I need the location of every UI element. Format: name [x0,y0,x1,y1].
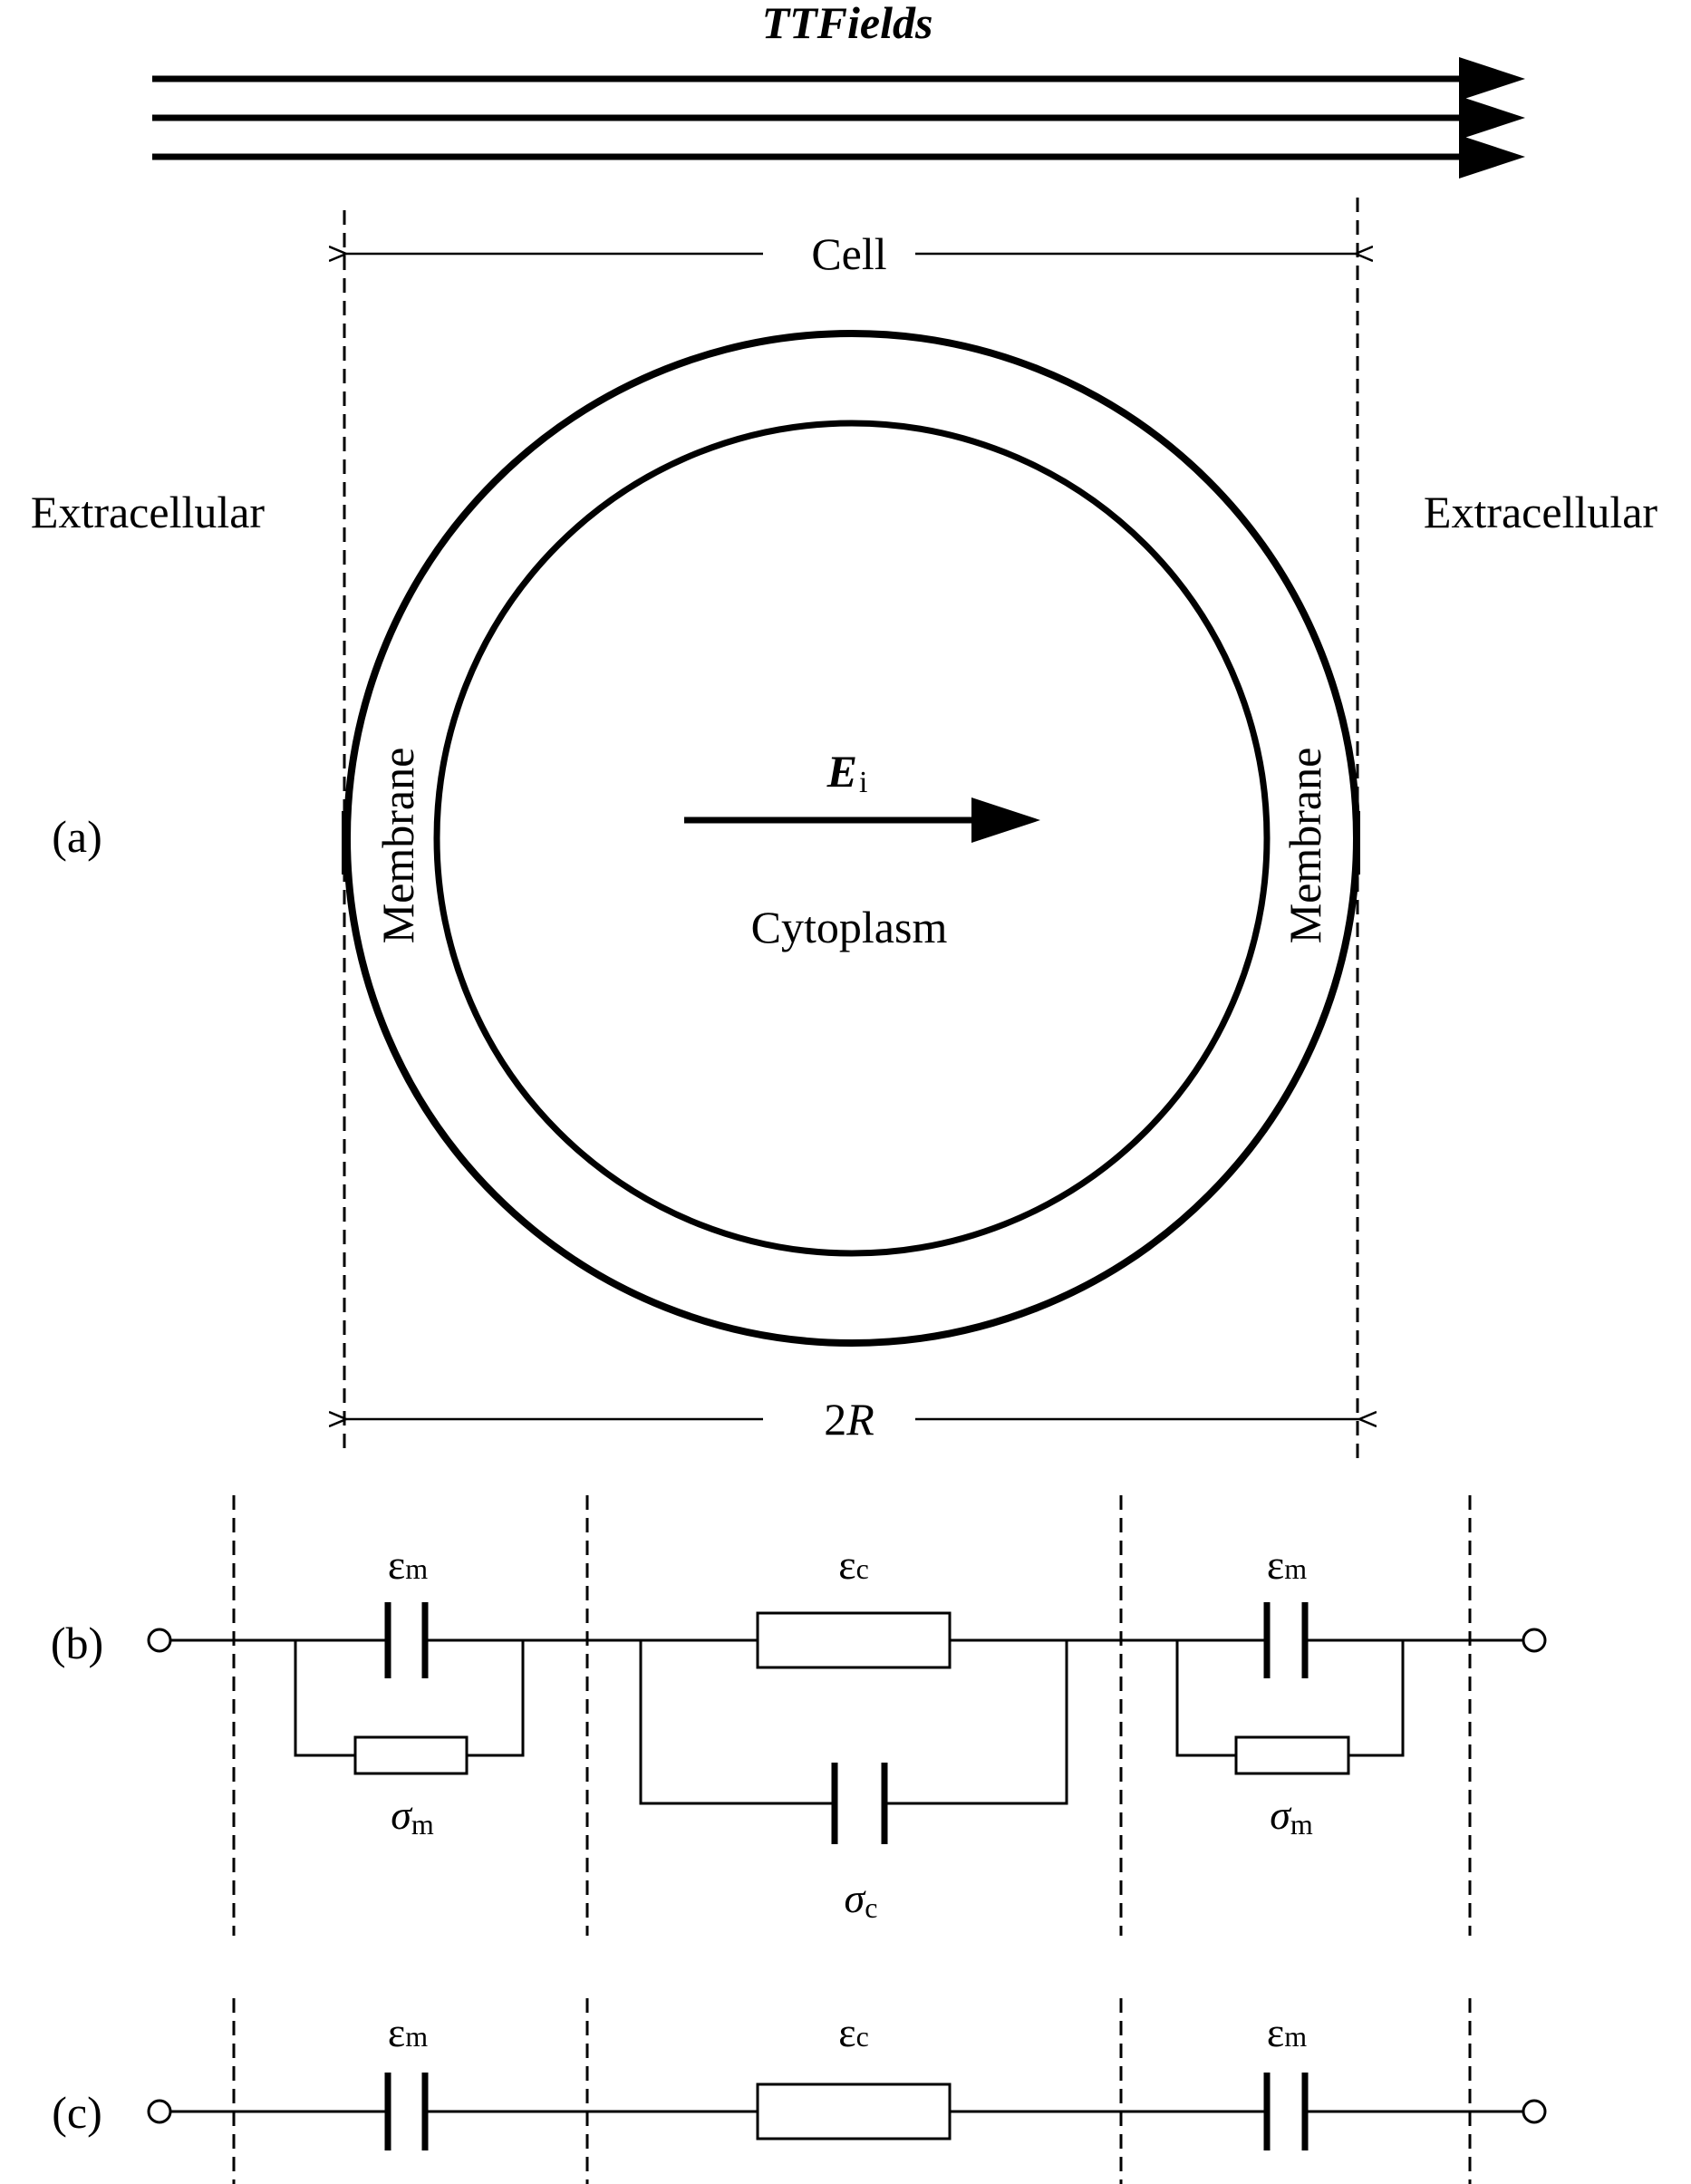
eps-m-label-left: εm [388,1541,428,1588]
cytoplasm-resistor-c [756,2083,952,2141]
ttfields-arrows [152,57,1525,179]
membrane-resistor-left [353,1735,469,1775]
terminal-left [147,1628,172,1653]
membrane-label-right: Membrane [1280,748,1330,944]
ttfields-title: TTFields [762,0,933,48]
terminal-left-c [147,2099,172,2124]
sigma-c-label: σc [845,1875,878,1924]
membrane-label-left: Membrane [372,748,423,944]
eps-c-label-c: εc [838,2009,869,2055]
extracellular-label-right: Extracellular [1424,487,1658,537]
panel-b-label: (b) [51,1618,103,1668]
sigma-m-label-right: σm [1270,1792,1313,1841]
circuit-b [147,1602,1547,1844]
terminal-right-c [1522,2099,1547,2124]
region-dividers [232,1495,1472,2184]
cytoplasm-resistor [756,1611,952,1669]
membrane-tick-left [342,811,348,875]
membrane-tick-right [1354,811,1360,875]
eps-c-label: εc [838,1541,869,1588]
eps-m-label-right-c: εm [1267,2009,1307,2055]
cytoplasm-label: Cytoplasm [751,902,948,952]
circuit-c [147,2073,1547,2150]
cell-outer-membrane [343,330,1360,1347]
cell-label: Cell [811,228,886,279]
eps-m-label-right: εm [1267,1541,1307,1588]
internal-field-symbol: Ei [826,746,868,799]
cell-inner-membrane [433,420,1271,1257]
internal-field-arrow [684,797,1040,843]
terminal-right [1522,1628,1547,1653]
membrane-resistor-right [1234,1735,1350,1775]
diameter-label: 2R [824,1394,874,1445]
extracellular-label-left: Extracellular [31,487,266,537]
panel-a-label: (a) [52,811,102,862]
panel-c-label: (c) [52,2087,102,2138]
sigma-m-label-left: σm [391,1792,434,1841]
eps-m-label-left-c: εm [388,2009,428,2055]
